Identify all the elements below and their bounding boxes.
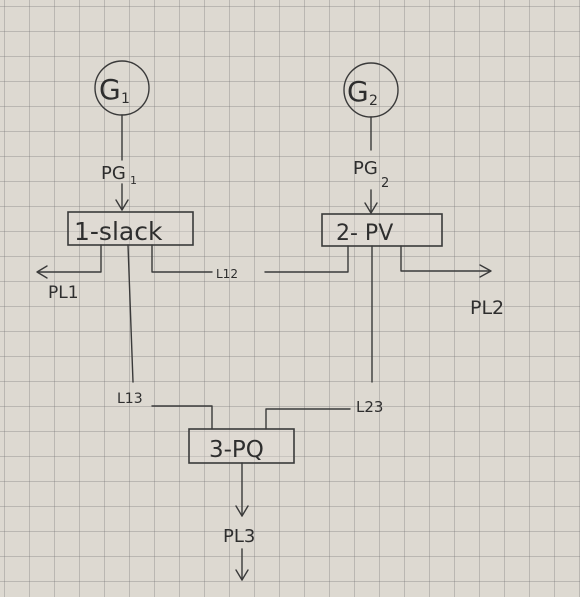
bus-3-pq: 3-PQ [188, 428, 295, 464]
bus-2-label: 2- PV [336, 221, 393, 246]
line-l12-label: L12 [216, 267, 238, 281]
load-pl1-label: PL1 [48, 283, 79, 303]
generator-g2: G 2 [343, 62, 399, 118]
pl2-arrowhead [479, 264, 492, 278]
injection-pg1-label: PG [101, 163, 126, 184]
pg1-arrow [115, 183, 129, 211]
pl1-arrow-line [37, 244, 102, 273]
generator-g1-label: G [99, 73, 121, 106]
load-pl2: PL2 [400, 245, 504, 319]
generator-g1: G 1 [94, 60, 150, 116]
pl2-arrow-line [400, 245, 491, 272]
line-l13-upper-segment [127, 244, 134, 383]
bus-2-box [321, 213, 443, 247]
generator-g2-subscript: 2 [369, 93, 378, 109]
line-l13-label: L13 [117, 391, 143, 407]
line-l23-lower-segment [265, 408, 351, 430]
generator-g1-subscript: 1 [121, 91, 130, 107]
bus-1-label: 1-slack [74, 217, 163, 246]
line-l13-lower-segment [151, 405, 213, 430]
load-pl1: PL1 [36, 244, 102, 303]
injection-pg2-subscript: 2 [381, 176, 389, 191]
load-pl3: PL3 [223, 462, 255, 581]
line-l13: L13 [117, 244, 213, 430]
injection-pg1-subscript: 1 [130, 174, 137, 187]
line-l23: L23 [265, 245, 383, 430]
line-l12-left-segment [151, 244, 213, 273]
generator-g2-label: G [347, 75, 369, 108]
load-pl3-label: PL3 [223, 526, 255, 547]
bus-1-slack: 1-slack [67, 211, 194, 246]
bus-3-box [188, 428, 295, 464]
injection-pg2-label: PG [353, 158, 378, 179]
bus-1-box [67, 211, 194, 246]
line-l12: L12 [151, 244, 349, 281]
line-l12-right-segment [264, 245, 349, 273]
bus-3-label: 3-PQ [209, 437, 264, 463]
bus-2-pv: 2- PV [321, 213, 443, 247]
pl1-arrowhead [36, 265, 48, 279]
load-pl2-label: PL2 [470, 297, 504, 319]
pl3-lower-arrowhead [235, 569, 249, 581]
pl3-arrowhead [235, 505, 249, 517]
line-l23-label: L23 [356, 398, 383, 416]
pg2-arrow [364, 189, 378, 214]
